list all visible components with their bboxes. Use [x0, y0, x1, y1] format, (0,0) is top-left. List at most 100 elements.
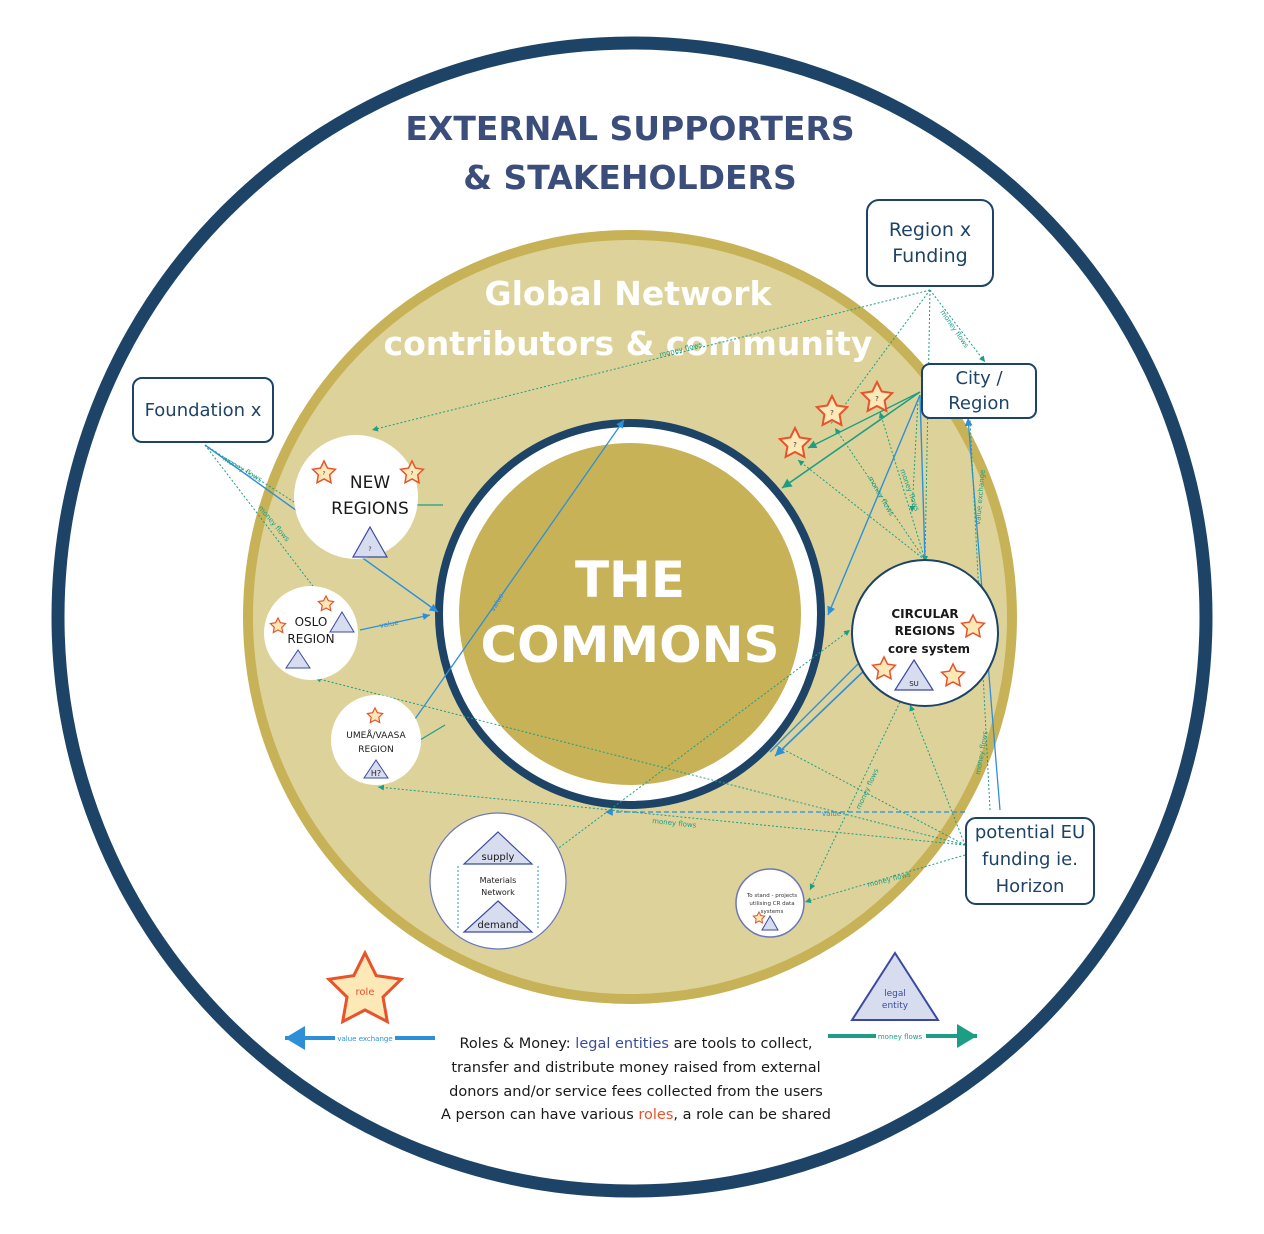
flow-lines: [204, 289, 1001, 904]
flow-commons-umea-green: [411, 724, 446, 747]
legend-text-line3: donors and/or service fees collected fro…: [449, 1084, 823, 1100]
projects-line3: systems: [761, 909, 784, 915]
circular-line1: CIRCULAR: [891, 607, 958, 621]
region-funding-line1: Region x: [889, 219, 971, 241]
star-role-2: ?: [814, 393, 850, 427]
flow-regionfunding-circular: [922, 289, 931, 563]
projects-legal-entity: [761, 914, 779, 931]
legend-line1-suffix: are tools to collect,: [669, 1036, 813, 1052]
flow-city-circular-blue: [919, 394, 926, 561]
materials-network-node[interactable]: supply Materials Network demand: [429, 812, 567, 950]
foundation-box[interactable]: Foundation x: [132, 377, 274, 443]
umea-vaasa-node[interactable]: UMEÅ/VAASA REGION H?: [331, 695, 421, 785]
flow-circular-projects: [809, 701, 901, 891]
legend-value-exchange-label: value exchange: [337, 1035, 392, 1043]
flow-regionfunding-star: [829, 289, 931, 426]
circular-line2: REGIONS: [895, 624, 956, 638]
legend-value-exchange: value exchange: [285, 1026, 435, 1050]
legend-text-line1: Roles & Money: legal entities are tools …: [459, 1036, 812, 1052]
circular-regions-node[interactable]: CIRCULAR REGIONS core system SU: [851, 559, 999, 707]
circular-star-right: [960, 613, 986, 639]
flow-commons-diagonal-blue: [377, 419, 625, 773]
region-funding-line2: Funding: [892, 245, 967, 267]
legend-line1-prefix: Roles & Money:: [459, 1036, 575, 1052]
network-title-line1: Global Network: [485, 274, 773, 313]
legend-line4-prefix: A person can have various: [441, 1107, 638, 1123]
new-regions-star-left-label: ?: [323, 471, 326, 477]
flow-eu-city-green: [969, 419, 991, 811]
eu-funding-line2: funding ie.: [982, 849, 1078, 870]
legend-money-flows-label: money flows: [878, 1033, 923, 1041]
free-stars: ? ? ?: [777, 379, 895, 459]
supply-triangle: supply: [462, 831, 534, 865]
new-regions-node[interactable]: ? ? NEW REGIONS ?: [294, 435, 425, 559]
umea-triangle-label: H?: [371, 769, 381, 778]
eu-funding-line1: potential EU: [975, 822, 1085, 843]
oslo-legal-entity-right: [329, 611, 355, 633]
commons-line2: COMMONS: [480, 616, 779, 674]
legend-role: role: [325, 949, 405, 1025]
oslo-star-top: [317, 594, 335, 612]
new-regions-line1: NEW: [350, 473, 390, 493]
flow-foundation-oslo: [204, 444, 323, 599]
materials-line1: Materials: [480, 876, 517, 885]
foundation-line1: Foundation x: [145, 400, 262, 421]
flow-regionfunding-city: [929, 289, 986, 363]
region-funding-box[interactable]: Region x Funding: [866, 199, 994, 287]
supply-label: supply: [482, 852, 515, 863]
star-role-2-label: ?: [830, 409, 834, 417]
umea-line1: UMEÅ/VAASA: [346, 729, 406, 741]
flow-circular-star-c: [797, 459, 926, 561]
oslo-line1: OSLO: [295, 615, 328, 629]
legend-legal-line2: entity: [882, 1001, 909, 1011]
legend-line4-highlight: roles: [638, 1107, 673, 1123]
flow-oslo-commons: [359, 612, 431, 631]
projects-line1: To stand - projects: [746, 893, 797, 899]
external-title-line2: & STAKEHOLDERS: [463, 158, 796, 197]
legend-line1-highlight: legal entities: [575, 1036, 669, 1052]
new-regions-legal-entity: ?: [351, 525, 389, 558]
legend-line4-suffix: , a role can be shared: [673, 1107, 831, 1123]
circular-star-bottom-right: [940, 662, 966, 688]
star-role-3-label: ?: [875, 395, 879, 403]
eu-funding-box[interactable]: potential EU funding ie. Horizon: [965, 817, 1095, 905]
umea-line2: REGION: [358, 745, 393, 755]
legend-role-label: role: [356, 987, 375, 998]
demand-label: demand: [477, 920, 518, 931]
legend-legal-line1: legal: [884, 989, 906, 999]
legend-text-line2: transfer and distribute money raised fro…: [451, 1060, 820, 1076]
circular-line3: core system: [888, 642, 970, 656]
commons-core: [459, 443, 801, 785]
flow-label-value-3: value: [822, 810, 841, 818]
projects-node[interactable]: To stand - projects utilising CR data sy…: [735, 868, 805, 938]
star-role-1-label: ?: [793, 441, 797, 449]
circular-legal-entity: SU: [893, 658, 935, 691]
flow-foundation-newregions: [204, 444, 331, 526]
external-title-line1: EXTERNAL SUPPORTERS: [405, 109, 854, 148]
circular-star-left: [871, 655, 897, 681]
flow-city-circular-green: [909, 399, 919, 513]
network-title-line2: contributors & community: [384, 324, 873, 363]
projects-star: [752, 910, 766, 924]
legend-legal-entity: legal entity: [850, 951, 940, 1021]
star-role-3: ?: [859, 379, 895, 413]
legend-text: Roles & Money: legal entities are tools …: [441, 1036, 831, 1123]
umea-legal-entity: H?: [363, 759, 389, 779]
new-regions-triangle-label: ?: [368, 546, 371, 553]
city-region-line2: Region: [948, 393, 1010, 414]
flow-label-value-2: value: [379, 619, 399, 630]
legend-text-line4: A person can have various roles, a role …: [441, 1107, 831, 1123]
oslo-region-node[interactable]: OSLO REGION: [264, 586, 358, 680]
flow-circular-star-b: [878, 411, 926, 561]
new-regions-star-right-label: ?: [411, 471, 414, 477]
flow-city-commons: [781, 391, 921, 489]
flow-city-star: [807, 391, 921, 449]
oslo-star-left: [269, 616, 287, 634]
city-region-line1: City /: [955, 368, 1003, 389]
flow-materials-circular: [539, 629, 851, 863]
oslo-legal-entity-bottom: [285, 649, 311, 669]
city-region-box[interactable]: City / Region: [921, 363, 1037, 419]
oslo-line2: REGION: [287, 632, 334, 646]
eu-funding-line3: Horizon: [996, 876, 1065, 897]
